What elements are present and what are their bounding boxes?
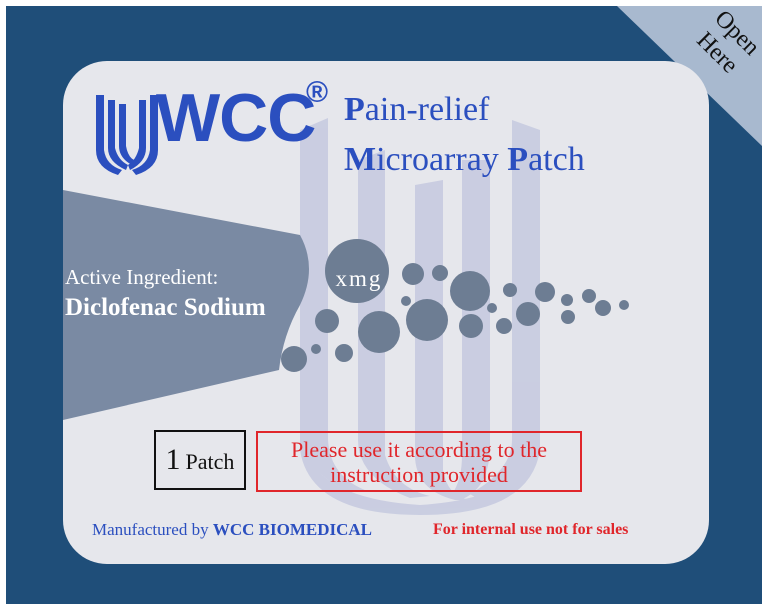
title-rest-1: ain-relief — [364, 91, 490, 128]
manufacturer-name: WCC BIOMEDICAL — [212, 520, 372, 539]
product-title-line2: Microarray Patch — [344, 140, 585, 180]
manufacturer-line: Manufactured by WCC BIOMEDICAL — [92, 520, 372, 540]
brand-name: WCC — [156, 80, 316, 156]
watermark-logo-icon — [300, 118, 540, 515]
ingredient-wedge — [63, 190, 309, 420]
patch-count: 1 — [165, 443, 181, 476]
patch-unit: Patch — [185, 449, 235, 474]
title-initial-p2: P — [507, 141, 529, 178]
title-initial-m: M — [344, 141, 377, 178]
title-rest-3: atch — [528, 141, 585, 178]
dose-label: xmg — [335, 266, 383, 291]
patch-count-box: 1 Patch — [154, 430, 246, 490]
instruction-box: Please use it according to the instructi… — [256, 431, 582, 492]
wcc-logo-mark-icon — [96, 95, 158, 175]
internal-use-notice: For internal use not for sales — [433, 521, 629, 538]
registered-mark: ® — [306, 76, 329, 109]
active-ingredient-label: Active Ingredient: — [65, 265, 219, 289]
title-initial-p: P — [344, 91, 365, 128]
manufacturer-prefix: Manufactured by — [92, 520, 209, 539]
microneedle-dots-icon — [281, 239, 629, 372]
active-ingredient-name: Diclofenac Sodium — [65, 294, 266, 321]
product-title-line1: Pain-relief — [344, 90, 489, 130]
title-rest-2: icroarray — [376, 141, 508, 178]
